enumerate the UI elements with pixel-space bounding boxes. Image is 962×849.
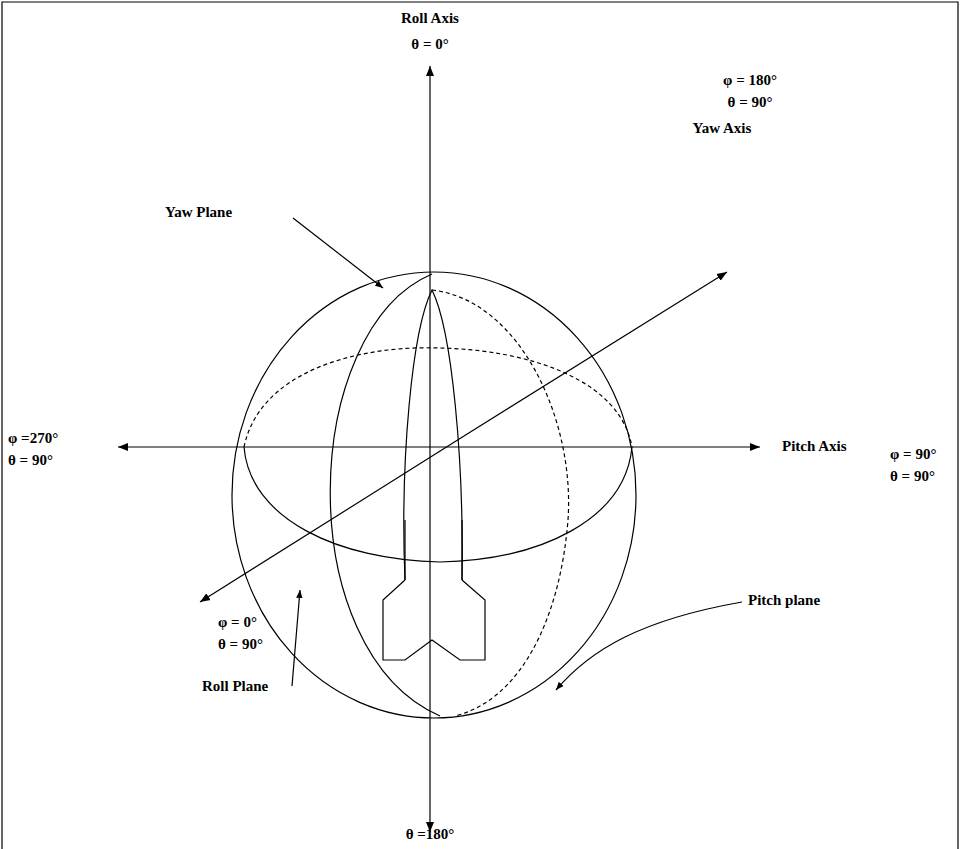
angle-label: φ = 0° bbox=[218, 614, 257, 631]
leader-line bbox=[292, 590, 300, 686]
angle-label: θ =180° bbox=[406, 826, 455, 843]
pitch-plane-dashed bbox=[432, 290, 569, 716]
angle-label: φ = 90° bbox=[890, 446, 936, 463]
plane-label: Yaw Plane bbox=[165, 204, 232, 221]
pitch-axis bbox=[430, 446, 760, 447]
roll-plane-dashed bbox=[244, 348, 632, 447]
rocket-body bbox=[404, 290, 462, 580]
angle-label: θ = 90° bbox=[890, 468, 935, 485]
roll-plane-solid bbox=[244, 447, 632, 562]
plane-label: Roll Plane bbox=[202, 678, 268, 695]
axis-label: Pitch Axis bbox=[782, 438, 847, 455]
leader-line bbox=[293, 218, 383, 288]
yaw-axis bbox=[464, 272, 727, 436]
leader-line bbox=[556, 602, 742, 690]
plane-label: Pitch plane bbox=[748, 592, 820, 609]
roll-axis-down bbox=[429, 447, 430, 832]
roll-axis bbox=[429, 66, 430, 447]
angle-label: θ = 0° bbox=[411, 36, 448, 53]
sphere-outline bbox=[232, 272, 636, 718]
yaw-plane-meridian bbox=[330, 274, 440, 716]
angle-label: φ = 180° bbox=[723, 72, 777, 89]
angle-label: φ =270° bbox=[8, 430, 58, 447]
angle-label: θ = 90° bbox=[728, 94, 773, 111]
axis-label: Roll Axis bbox=[401, 10, 459, 27]
angle-label: θ = 90° bbox=[218, 636, 263, 653]
yaw-axis-out bbox=[200, 436, 464, 602]
rocket-fins bbox=[383, 520, 485, 660]
pitch-axis-left bbox=[118, 446, 430, 447]
axis-label: Yaw Axis bbox=[693, 120, 752, 137]
angle-label: θ = 90° bbox=[8, 452, 53, 469]
